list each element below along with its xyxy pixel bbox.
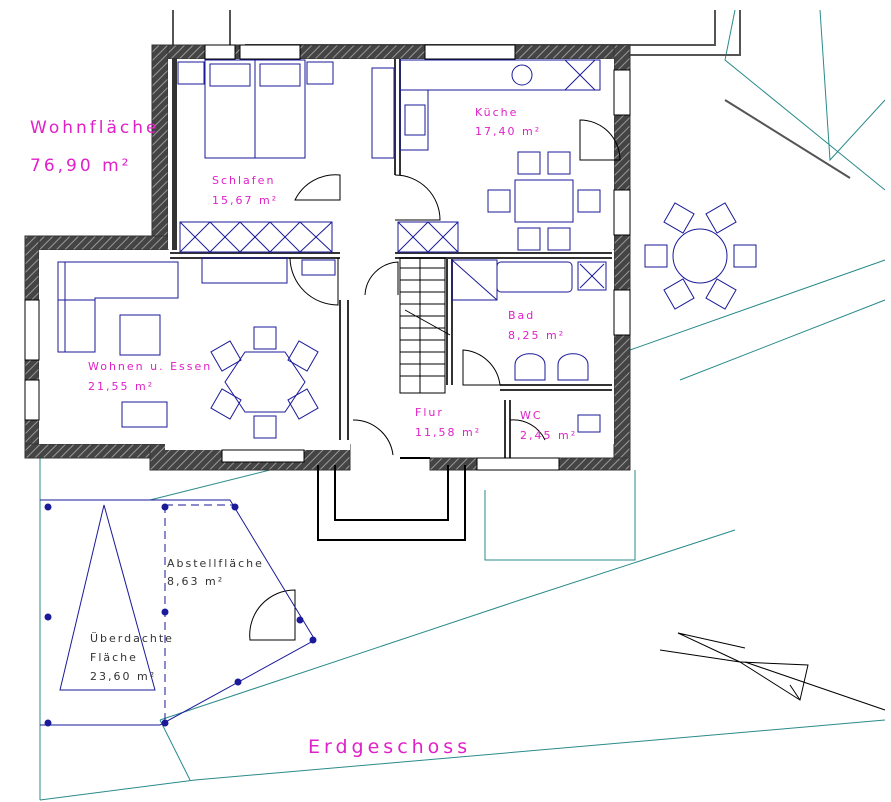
covered-area-value: 23,60 m²: [90, 670, 157, 683]
room-kueche-area: 17,40 m²: [475, 125, 542, 138]
doors: [249, 119, 621, 641]
storage-area-name: Abstellfläche: [167, 557, 264, 570]
room-fills: [39, 59, 614, 450]
room-bad-area: 8,25 m²: [508, 329, 566, 342]
storage-area-value: 8,63 m²: [167, 575, 225, 588]
windows: [24, 44, 631, 471]
room-kueche-name: Küche: [475, 106, 519, 119]
room-wohnen-name: Wohnen u. Essen: [88, 360, 213, 373]
room-schlafen-name: Schlafen: [212, 174, 276, 187]
room-bad-name: Bad: [508, 309, 536, 322]
north-arrow-icon: [659, 632, 886, 711]
room-flur-name: Flur: [415, 406, 444, 419]
living-area-label: Wohnfläche: [30, 118, 160, 138]
room-wc-area: 2,45 m²: [520, 429, 578, 442]
room-wohnen-area: 21,55 m²: [88, 380, 155, 393]
site-boundary: [39, 9, 886, 801]
room-wc-name: WC: [520, 409, 543, 422]
covered-area-name-line1: Überdachte: [90, 632, 174, 645]
covered-area-name-line2: Fläche: [90, 651, 138, 664]
living-area-value: 76,90 m²: [30, 156, 132, 176]
floor-title: Erdgeschoss: [308, 736, 472, 758]
entrance-porch: [317, 457, 466, 541]
room-flur-area: 11,58 m²: [415, 426, 482, 439]
staircase: [399, 257, 451, 394]
furniture: [57, 59, 757, 439]
covered-area-outline: [40, 499, 317, 727]
room-schlafen-area: 15,67 m²: [212, 194, 279, 207]
